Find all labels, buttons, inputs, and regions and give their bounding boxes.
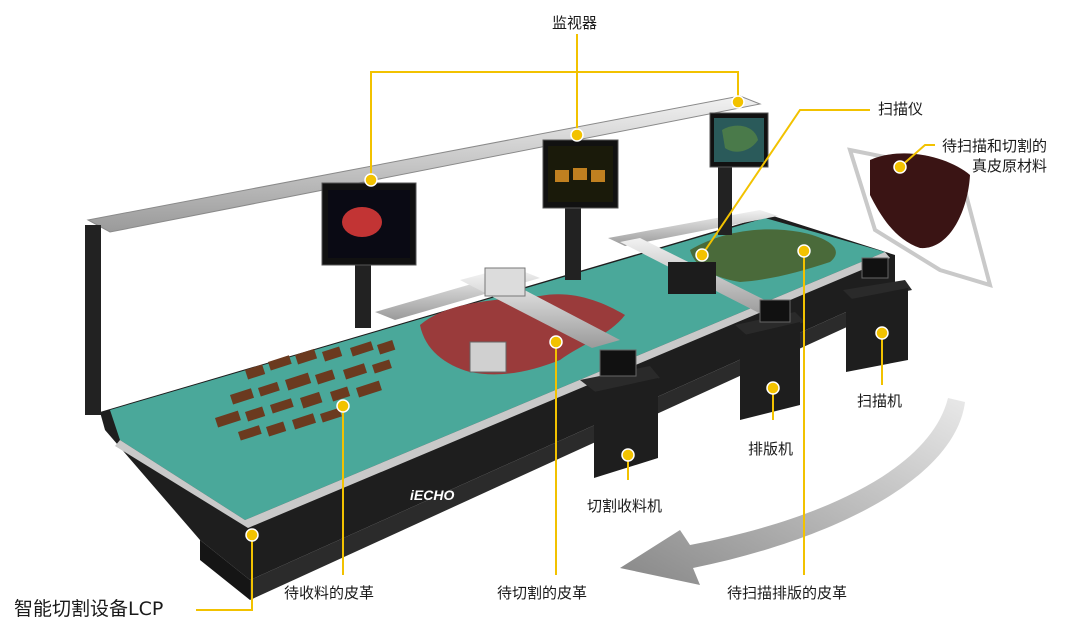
flow-direction-arrow	[620, 398, 965, 585]
label-scanner-device: 扫描仪	[878, 100, 924, 118]
label-cut-collect-station: 切割收料机	[587, 497, 663, 515]
label-leather-to-scan-nest: 待扫描排版的皮革	[727, 584, 848, 602]
overhead-rail	[85, 95, 762, 415]
monitor-left	[321, 182, 417, 328]
label-raw-material-line1: 待扫描和切割的	[942, 137, 1048, 155]
callout-lines	[196, 34, 935, 611]
leather-rack	[847, 147, 993, 288]
cutting-gantry	[375, 267, 620, 373]
cut-collect-station	[580, 349, 660, 478]
label-monitor: 监视器	[552, 14, 598, 32]
brand-logo: iECHO	[410, 487, 454, 503]
scanner-gantry	[608, 210, 785, 316]
label-raw-material: 待扫描和切割的 真皮原材料	[942, 136, 1047, 177]
callout-markers	[245, 95, 907, 542]
label-leather-to-collect: 待收料的皮革	[284, 584, 375, 602]
label-system-name: 智能切割设备LCP	[14, 598, 164, 620]
leather-pieces-to-collect	[215, 340, 396, 441]
raw-hide	[870, 153, 970, 249]
leather-to-scan-nest	[690, 229, 836, 282]
monitor-middle	[542, 139, 619, 280]
label-leather-to-cut: 待切割的皮革	[497, 584, 588, 602]
nesting-station	[735, 299, 805, 420]
label-raw-material-line2: 真皮原材料	[972, 157, 1048, 176]
label-nesting-station: 排版机	[748, 440, 794, 458]
monitor-right	[709, 112, 769, 235]
label-scanner-station: 扫描机	[857, 392, 903, 410]
